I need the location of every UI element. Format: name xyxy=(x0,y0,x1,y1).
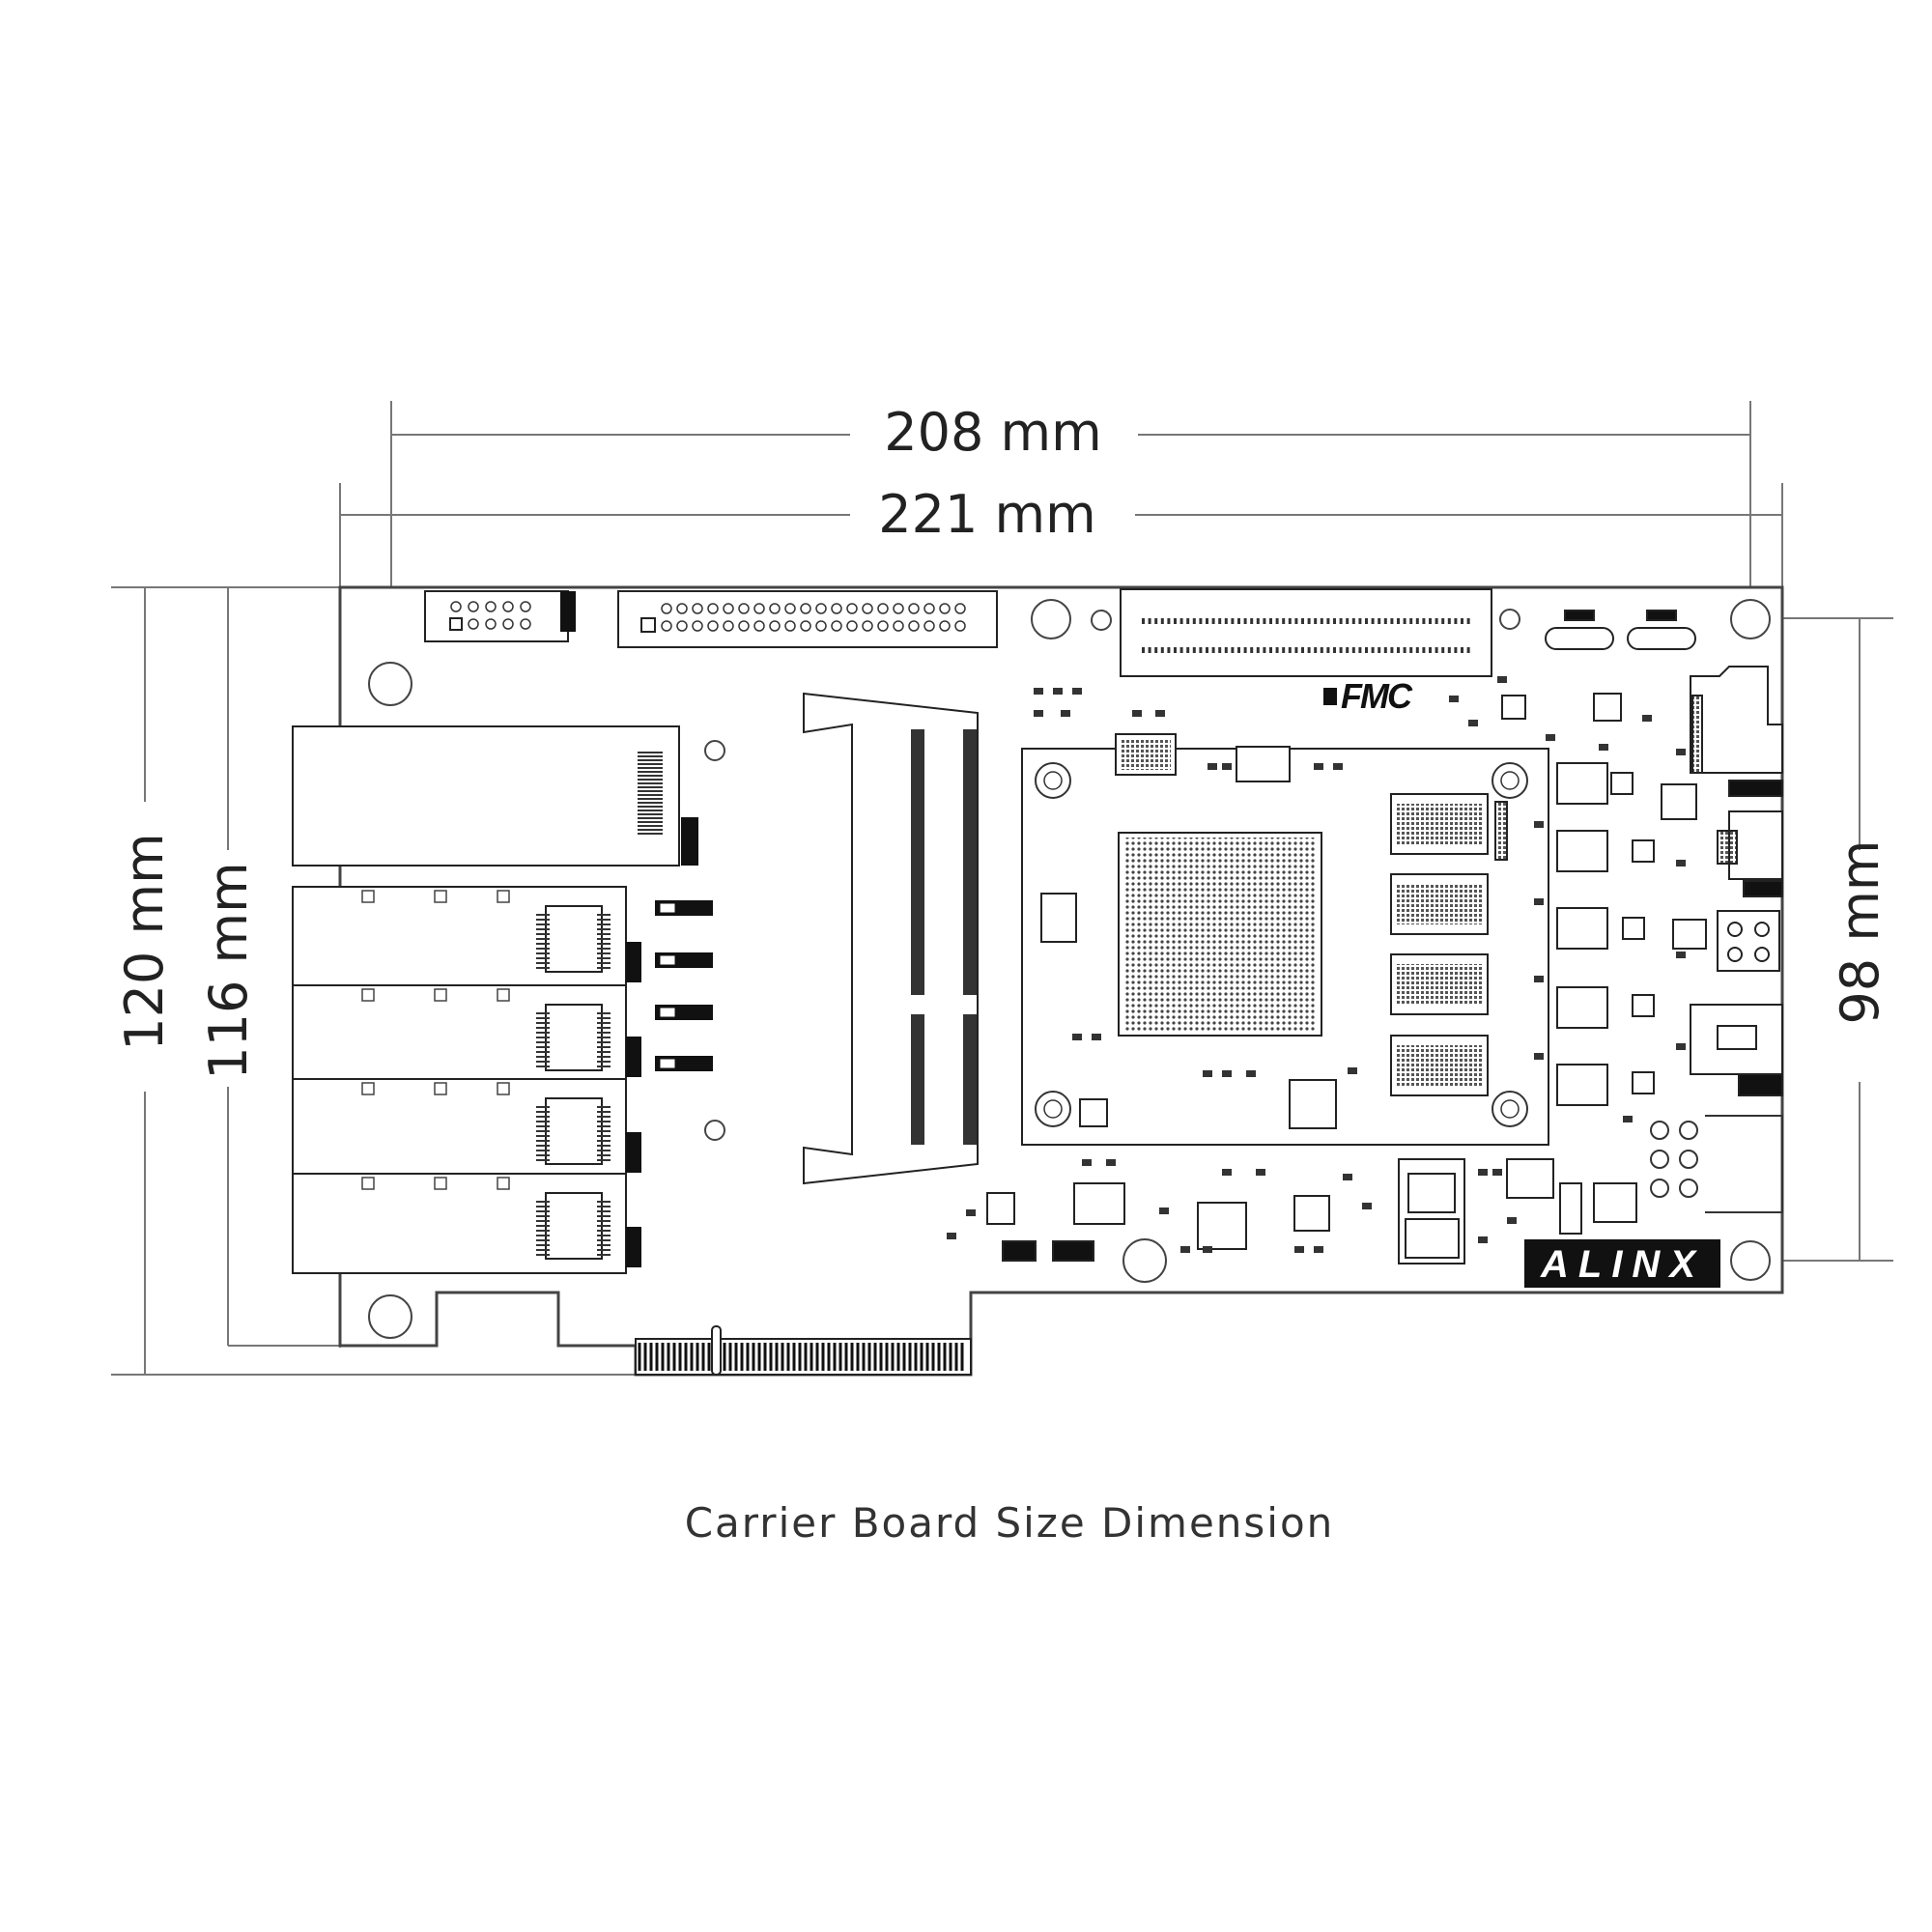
dimension-116mm-label: 116 mm xyxy=(198,862,259,1079)
module-components xyxy=(1040,733,1508,1129)
usb-uart-port xyxy=(1717,810,1783,897)
fmc-label: FMC xyxy=(1341,676,1413,716)
power-jack xyxy=(1672,910,1780,972)
pcie-fingers xyxy=(638,1343,964,1371)
fpga-chip xyxy=(1118,832,1322,1037)
mounting-holes xyxy=(368,599,1771,1339)
dimension-221mm-label: 221 mm xyxy=(878,484,1095,545)
mounting-hole xyxy=(368,1294,412,1339)
sd-card-slot xyxy=(1690,666,1783,797)
push-buttons xyxy=(1545,610,1696,650)
mounting-hole xyxy=(1730,1240,1771,1281)
power-inductors xyxy=(1556,762,1608,1106)
dimension-98mm-label: 98 mm xyxy=(1830,839,1890,1024)
diagram-caption: Carrier Board Size Dimension xyxy=(684,1499,1335,1547)
alinx-logo-text: ALINX xyxy=(1540,1243,1705,1286)
dimension-98mm xyxy=(1782,617,1893,1262)
bottom-components xyxy=(986,1158,1637,1264)
ethernet-jack xyxy=(1690,1004,1783,1096)
sfp-quad-cage xyxy=(292,886,627,1274)
jtag-header xyxy=(424,590,569,642)
mounting-hole xyxy=(1122,1238,1167,1283)
expansion-header-40pin xyxy=(617,590,998,648)
dimension-116mm xyxy=(227,587,340,1347)
mounting-hole xyxy=(368,662,412,706)
mounting-hole xyxy=(1730,599,1771,639)
ddr-chips xyxy=(1390,793,1489,1096)
regulator-chips xyxy=(1501,693,1697,1094)
alinx-logo: ALINX xyxy=(1524,1239,1720,1288)
header-key xyxy=(560,591,576,632)
mounting-hole xyxy=(1031,599,1071,639)
sodimm-slot xyxy=(803,692,979,1185)
dimension-208mm-label: 208 mm xyxy=(884,402,1101,463)
status-leds xyxy=(1650,1115,1783,1213)
tiny-components xyxy=(947,676,1686,1253)
dimension-120mm-label: 120 mm xyxy=(114,833,175,1050)
pcie-edge-connector xyxy=(635,1325,972,1376)
fmc-connector xyxy=(1120,588,1492,677)
sfp-cage-top xyxy=(292,725,698,867)
